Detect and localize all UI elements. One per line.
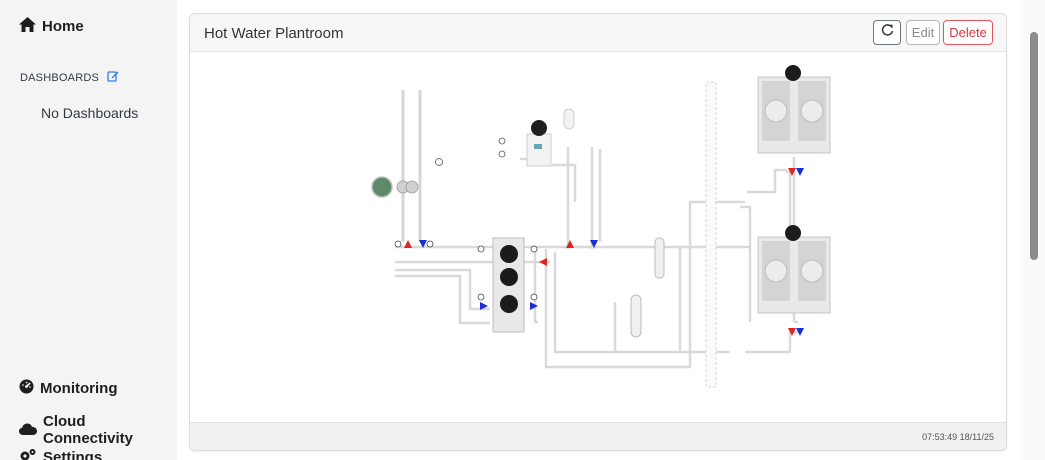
last-updated-timestamp: 07:53:49 18/11/25 xyxy=(922,432,994,442)
riser-pipes xyxy=(401,90,422,242)
page-scrollbar-thumb[interactable] xyxy=(1030,32,1038,260)
calorifier-stack xyxy=(492,237,525,333)
card-title: Hot Water Plantroom xyxy=(204,25,344,42)
nav-settings[interactable]: Settings xyxy=(19,448,102,460)
edit-button[interactable]: Edit xyxy=(906,20,940,45)
refresh-icon xyxy=(881,24,894,41)
pencil-square-icon[interactable] xyxy=(107,70,119,85)
card-footer: 07:53:49 18/11/25 xyxy=(190,422,1006,450)
gauges xyxy=(394,240,538,301)
nav-home-label: Home xyxy=(42,18,84,35)
brand-logo xyxy=(12,0,72,2)
pressurisation-unit xyxy=(526,108,575,167)
refresh-button[interactable] xyxy=(873,20,901,45)
cloud-icon xyxy=(19,422,37,439)
nav-monitoring-label: Monitoring xyxy=(40,380,118,397)
schematic-diagram xyxy=(371,65,831,388)
dashboards-heading-label: DASHBOARDS xyxy=(20,71,100,84)
nav-monitoring[interactable]: Monitoring xyxy=(19,379,117,398)
dirt-separator xyxy=(630,237,665,338)
sidebar: Home DASHBOARDS No Dashboards Monitoring… xyxy=(0,0,177,460)
nav-settings-label: Settings xyxy=(43,449,103,460)
flow-arrows xyxy=(404,168,804,336)
home-icon xyxy=(19,17,36,36)
delete-button[interactable]: Delete xyxy=(943,20,993,45)
plantroom-card: Hot Water Plantroom Edit Delete xyxy=(189,13,1007,451)
nav-cloud-label: Cloud Connectivity xyxy=(43,413,134,447)
heat-pump-upper xyxy=(757,65,831,154)
plant-boundary xyxy=(705,81,717,388)
gears-icon xyxy=(19,448,37,460)
main-pipework xyxy=(395,146,800,369)
pump-assembly xyxy=(371,137,506,198)
plantroom-schematic xyxy=(190,52,1006,424)
nav-cloud-connectivity[interactable]: Cloud Connectivity xyxy=(19,413,177,447)
heat-pump-lower xyxy=(757,225,831,314)
gauge-icon xyxy=(19,379,34,398)
nav-home[interactable]: Home xyxy=(19,17,84,36)
no-dashboards-text: No Dashboards xyxy=(41,105,139,121)
dashboards-heading: DASHBOARDS xyxy=(20,70,119,85)
card-header: Hot Water Plantroom Edit Delete xyxy=(190,14,1006,52)
